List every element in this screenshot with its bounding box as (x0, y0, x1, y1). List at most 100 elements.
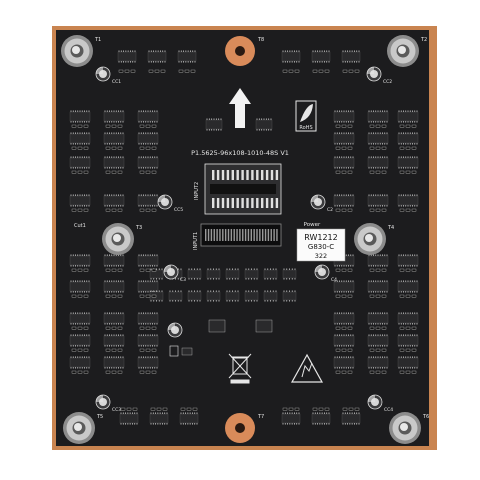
resistor-array (369, 170, 387, 174)
resistor-array (335, 370, 353, 374)
resistor-array (139, 146, 157, 150)
driver-ic (244, 290, 259, 302)
label-line-1: RW1212 (304, 233, 338, 242)
resistor-array (335, 170, 353, 174)
driver-ic (147, 50, 167, 63)
resistor-array (150, 407, 168, 411)
driver-ic (341, 412, 361, 425)
driver-ic (282, 290, 297, 302)
label-line-2: G830-C (308, 243, 334, 251)
resistor-array (335, 294, 353, 298)
driver-ic (137, 110, 159, 123)
esd-warning-icon (290, 353, 324, 383)
driver-ic (206, 268, 221, 280)
driver-ic (333, 156, 355, 169)
resistor-array (399, 146, 417, 150)
resistor-array (399, 208, 417, 212)
capacitor-label: C2 (327, 207, 333, 213)
capacitor-label: CC5 (174, 207, 183, 213)
driver-ic (137, 334, 159, 347)
driver-ic (263, 268, 278, 280)
resistor-array (148, 69, 166, 73)
resistor-array (178, 69, 196, 73)
resistor-array (139, 348, 157, 352)
driver-ic (137, 280, 159, 293)
driver-ic (244, 268, 259, 280)
part-number: P1.5625-96x108-1010-48S V1 (191, 149, 289, 157)
connector-input1: INPUT1 (193, 223, 282, 250)
driver-ic (205, 118, 223, 131)
capacitor-label: CC4 (384, 407, 393, 413)
resistor-array (282, 69, 300, 73)
driver-ic (103, 280, 125, 293)
driver-ic (206, 290, 221, 302)
driver-ic (367, 132, 389, 145)
resistor-array (71, 124, 89, 128)
up-arrow-icon (229, 88, 251, 128)
resistor-array (335, 146, 353, 150)
electrolytic-capacitor: C2 (310, 194, 333, 213)
label-line-3: 322 (315, 252, 327, 260)
driver-ic (69, 334, 91, 347)
driver-ic (367, 334, 389, 347)
hole-label: T1 (94, 37, 101, 43)
driver-ic (397, 356, 419, 369)
mounting-hole-t1: T1 (61, 35, 101, 67)
resistor-array (105, 268, 123, 272)
mounting-hole-t3: T3 (102, 223, 142, 255)
driver-ic (179, 412, 199, 425)
hole-label: T6 (422, 414, 429, 420)
resistor-array (282, 407, 300, 411)
mounting-hole-t8: T8 (225, 36, 264, 66)
driver-ic (333, 356, 355, 369)
driver-ic (367, 356, 389, 369)
capacitor-label: CC1 (112, 79, 121, 85)
resistor-array (312, 407, 330, 411)
driver-ic (397, 194, 419, 207)
driver-ic (281, 50, 301, 63)
driver-ic (119, 412, 139, 425)
driver-ic (225, 268, 240, 280)
resistor-array (105, 370, 123, 374)
driver-ic (333, 132, 355, 145)
electrolytic-capacitor: CC5 (157, 194, 183, 213)
resistor-array (71, 294, 89, 298)
mounting-hole-t5: T5 (63, 412, 103, 444)
resistor-array (71, 348, 89, 352)
resistor-array (399, 170, 417, 174)
resistor-array (369, 370, 387, 374)
driver-ic (333, 110, 355, 123)
electrolytic-capacitor: CC1 (95, 66, 121, 85)
resistor-array (335, 208, 353, 212)
driver-ic (103, 356, 125, 369)
driver-ic (333, 194, 355, 207)
resistor-array (399, 326, 417, 330)
resistor-array (139, 208, 157, 212)
passive-array (71, 69, 417, 411)
resistor-array (399, 294, 417, 298)
resistor-array (369, 294, 387, 298)
driver-ic (69, 280, 91, 293)
resistor-array (335, 124, 353, 128)
resistor-array (335, 268, 353, 272)
driver-ic (225, 290, 240, 302)
resistor-array (139, 268, 157, 272)
driver-ic (69, 132, 91, 145)
driver-ic (397, 312, 419, 325)
label-sticker: Power RW1212 G830-C 322 (296, 222, 346, 262)
resistor-array (120, 407, 138, 411)
resistor-array (180, 407, 198, 411)
hole-label: T2 (420, 37, 427, 43)
driver-ic (103, 194, 125, 207)
input2-label: INPUT2 (194, 182, 200, 200)
power-text: Power (304, 222, 321, 228)
resistor-array (118, 69, 136, 73)
resistor-array (369, 124, 387, 128)
driver-ic (69, 312, 91, 325)
electrolytic-capacitor: CC2 (366, 66, 392, 85)
resistor-array (139, 294, 157, 298)
resistor-array (71, 170, 89, 174)
